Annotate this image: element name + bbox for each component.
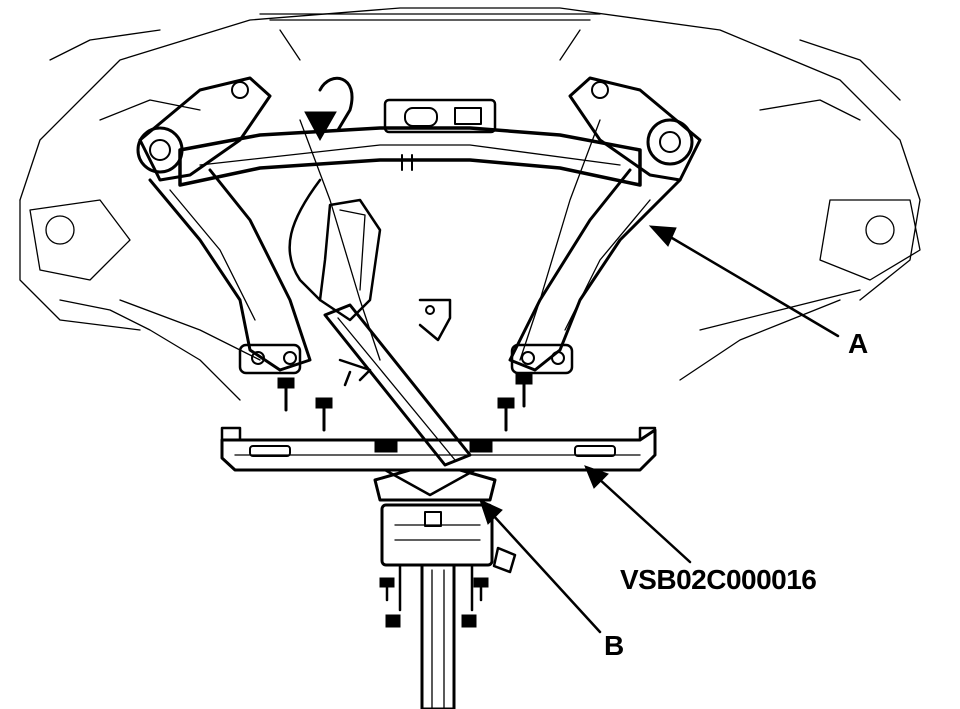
bolt-icon (277, 377, 295, 412)
nut-icon (461, 614, 477, 628)
bolt-icon (515, 373, 533, 408)
code-leader (584, 465, 692, 564)
jack-adapter-plate (220, 426, 657, 497)
figure-code-label: VSB02C000016 (620, 564, 817, 595)
callout-label-b: B (604, 630, 625, 661)
callout-label-a: A (848, 328, 869, 359)
rotation-arrow-icon (304, 76, 354, 142)
callout-b-leader (479, 499, 602, 634)
callout-leaders (479, 225, 840, 634)
bolt-icon (473, 577, 489, 602)
bolt-icon (497, 397, 515, 432)
right-control-arm (508, 76, 702, 375)
vehicle-body-outline (19, 7, 921, 401)
nut-icon (385, 614, 401, 628)
wiring-harness (288, 178, 452, 342)
bolt-icon (315, 397, 333, 432)
callout-a-leader (648, 225, 840, 338)
subframe-crossmember (178, 98, 642, 187)
transmission-jack (373, 468, 517, 709)
left-control-arm (136, 76, 312, 375)
bolt-icon (379, 577, 395, 602)
mounting-bolts (277, 373, 533, 432)
